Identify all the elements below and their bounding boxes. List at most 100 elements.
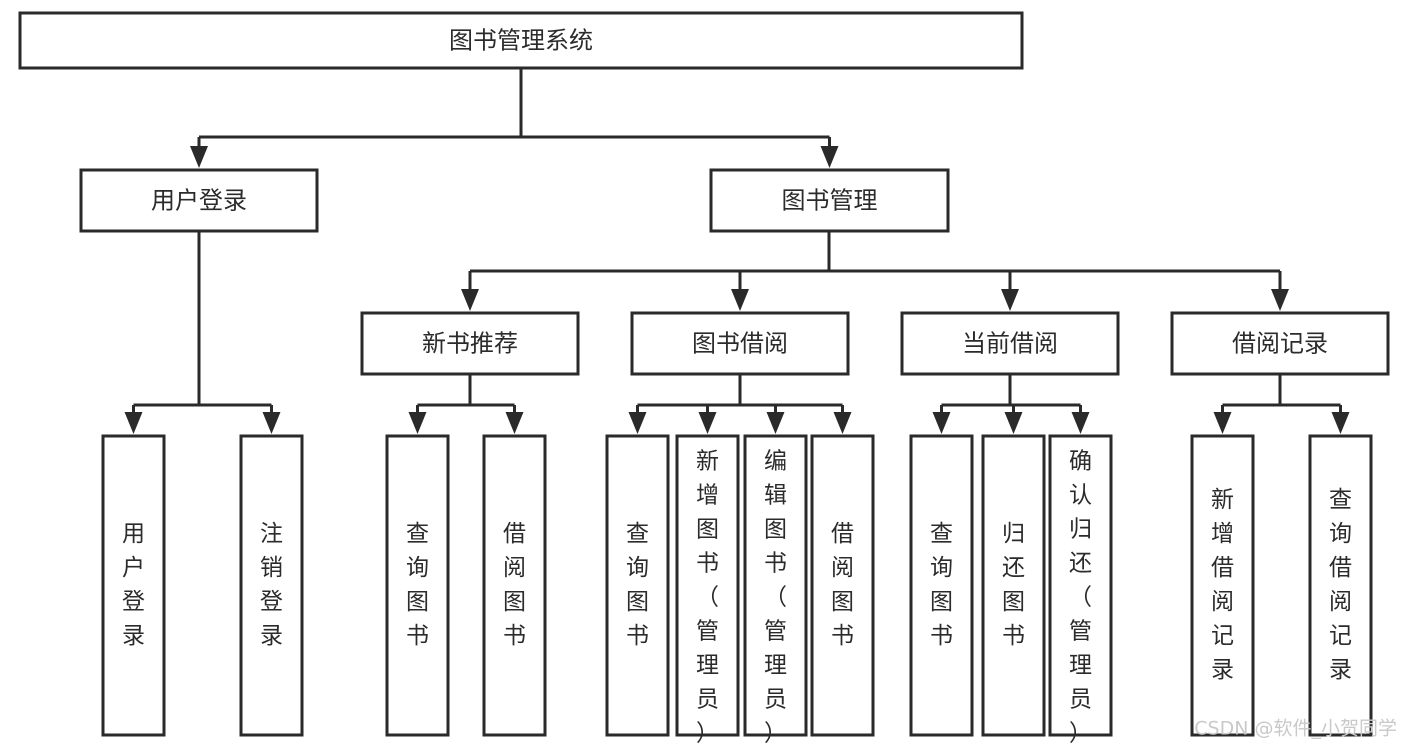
node-label-borrow-record: 借阅记录 [1232, 330, 1328, 358]
node-label-char: 销 [260, 555, 283, 581]
node-label-book-manage: 图书管理 [782, 187, 878, 215]
node-label-char: 员 [696, 687, 719, 713]
node-new-book-recommend[interactable]: 新书推荐 [360, 311, 580, 376]
node-label-char: ） [696, 721, 719, 747]
node-box-current-borrow [900, 311, 1120, 376]
node-label-char: 图 [1002, 589, 1025, 615]
node-label-char: 图 [831, 589, 854, 615]
node-current-borrow[interactable]: 当前借阅 [900, 311, 1120, 376]
node-label-char: 录 [1211, 657, 1234, 683]
node-label-char: 书 [406, 623, 429, 649]
connector-conn-borrow-to-leaves [628, 374, 852, 434]
node-label-char: 注 [260, 521, 283, 547]
node-label-char: 询 [930, 555, 953, 581]
node-box-book-manage [709, 168, 950, 233]
node-label-char: 理 [696, 653, 719, 679]
node-borrow-record[interactable]: 借阅记录 [1170, 311, 1390, 376]
node-label-char: 查 [1329, 487, 1352, 513]
node-label-char: 理 [764, 653, 787, 679]
node-label-char: 图 [764, 517, 787, 543]
node-user-login[interactable]: 用户登录 [79, 168, 319, 233]
node-label-char: 书 [626, 623, 649, 649]
node-label-char: 借 [831, 521, 854, 547]
csdn-watermark: CSDN @软件_小贺同学 [1194, 718, 1397, 740]
node-label-char: 录 [122, 623, 145, 649]
node-label-char: 图 [626, 589, 649, 615]
node-label-char: 记 [1329, 623, 1352, 649]
node-label-char: （ [696, 585, 719, 611]
node-box-user-login [79, 168, 319, 233]
node-label-char: ） [1069, 721, 1092, 747]
node-label-char: （ [764, 585, 787, 611]
node-label-char: 询 [406, 555, 429, 581]
node-label-char: 用 [122, 521, 145, 547]
node-box-leaf-borrow-book [810, 434, 875, 737]
node-label-char: 员 [1069, 687, 1092, 713]
node-label-char: 确 [1069, 449, 1092, 475]
node-label-char: 询 [626, 555, 649, 581]
node-label-char: 阅 [831, 555, 854, 581]
node-label-char: 书 [831, 623, 854, 649]
node-label-char: 编 [764, 449, 787, 475]
connector-conn-root-to-level2 [190, 68, 839, 168]
node-box-leaf-query-book-borrow [605, 434, 670, 737]
watermark-layer: CSDN @软件_小贺同学 [1194, 718, 1397, 740]
node-box-borrow-record [1170, 311, 1390, 376]
node-label-char: 询 [1329, 521, 1352, 547]
node-label-char: 图 [930, 589, 953, 615]
node-label-char: ） [764, 721, 787, 747]
node-book-borrow[interactable]: 图书借阅 [630, 311, 850, 376]
node-label-char: 户 [122, 555, 145, 581]
node-label-char: 借 [1211, 555, 1234, 581]
node-label-char: 管 [696, 619, 719, 645]
node-label-char: （ [1069, 585, 1092, 611]
node-label-char: 借 [1329, 555, 1352, 581]
node-book-manage[interactable]: 图书管理 [709, 168, 950, 233]
node-box-book-borrow [630, 311, 850, 376]
node-box-leaf-add-borrow-record [1190, 434, 1255, 737]
node-label-char: 图 [503, 589, 526, 615]
node-label-char: 阅 [1329, 589, 1352, 615]
connector-conn-record-to-leaves [1213, 374, 1350, 434]
connector-conn-current-to-leaves [932, 374, 1090, 434]
node-layer: 图书管理系统用户登录图书管理新书推荐图书借阅当前借阅借阅记录用户登录注销登录查询… [18, 11, 1390, 747]
node-label-char: 理 [1069, 653, 1092, 679]
node-box-leaf-user-login [101, 434, 166, 737]
node-label-char: 登 [122, 589, 145, 615]
connector-conn-recommend-to-leaves [408, 374, 524, 434]
node-box-leaf-query-book-recommend [385, 434, 450, 737]
node-label-char: 记 [1211, 623, 1234, 649]
node-leaf-user-login[interactable]: 用户登录 [101, 434, 166, 737]
node-label-char: 书 [930, 623, 953, 649]
node-label-char: 书 [764, 551, 787, 577]
node-box-leaf-add-book-admin [675, 434, 740, 737]
node-label-char: 还 [1002, 555, 1025, 581]
node-box-root [18, 11, 1024, 70]
node-root[interactable]: 图书管理系统 [18, 11, 1024, 70]
node-box-leaf-query-borrow-record [1308, 434, 1373, 737]
node-label-char: 认 [1069, 483, 1092, 509]
node-box-leaf-confirm-return-admin [1048, 434, 1113, 737]
node-label-char: 查 [406, 521, 429, 547]
node-box-leaf-edit-book-admin [743, 434, 808, 737]
node-label-char: 阅 [1211, 589, 1234, 615]
node-label-char: 增 [1211, 521, 1234, 547]
node-label-char: 归 [1069, 517, 1092, 543]
node-label-user-login: 用户登录 [151, 187, 247, 215]
node-label-char: 查 [930, 521, 953, 547]
node-label-char: 归 [1002, 521, 1025, 547]
